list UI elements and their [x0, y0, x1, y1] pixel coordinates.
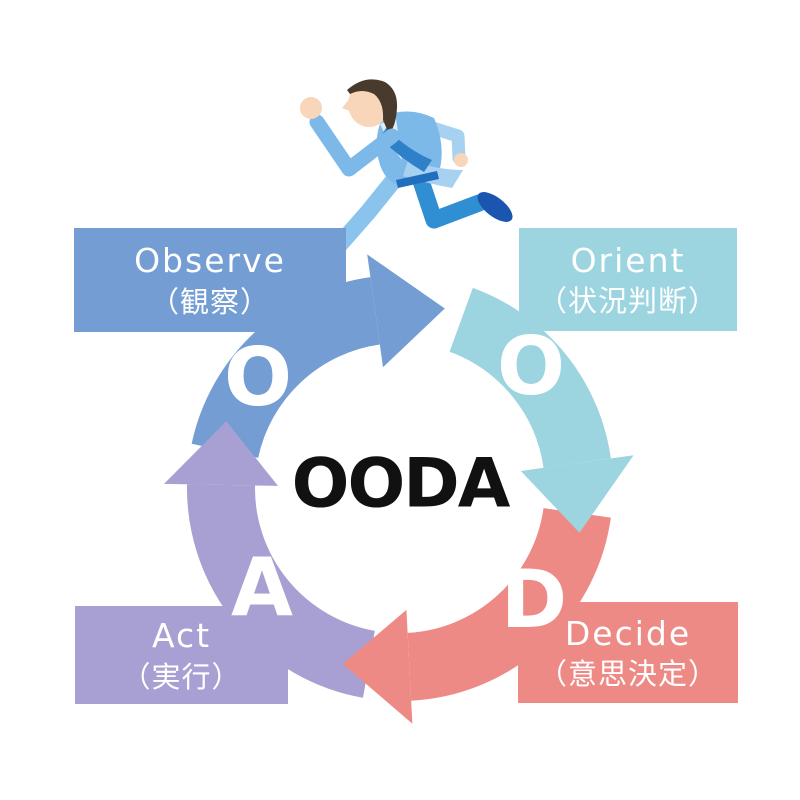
orient-label-box: Orient （状況判断） [519, 228, 737, 331]
ring-letter-decide: D [500, 553, 568, 646]
ring-letter-observe: O [223, 331, 293, 424]
observe-label-jp: （観察） [149, 284, 270, 319]
ring-letter-orient: O [496, 320, 566, 413]
observe-label-box: Observe （観察） [74, 228, 346, 332]
orient-label-en: Orient [570, 240, 686, 280]
runner-hair [347, 79, 398, 134]
act-label-jp: （実行） [121, 659, 242, 694]
ring-arc-orient [448, 287, 611, 469]
ring-arrow-act [164, 421, 278, 486]
runner-fist [300, 97, 322, 119]
orient-label-jp: （状況判断） [537, 284, 718, 319]
runner-rear-leg [409, 163, 488, 229]
runner-rear-shoe [477, 192, 513, 222]
ring-arc-observe [191, 277, 381, 459]
runner-belt [396, 171, 439, 188]
ring-arrow-decide [342, 609, 413, 724]
decide-label-jp: （意思決定） [537, 657, 718, 692]
runner-front-arm [309, 114, 400, 177]
runner-rear-hand [454, 153, 468, 167]
ooda-center-label: OODA [291, 444, 511, 524]
act-label-en: Act [151, 616, 212, 656]
runner-nose [342, 98, 352, 112]
observe-label-en: Observe [134, 241, 286, 281]
ring-arrow-orient [520, 455, 634, 533]
ring-letter-act: A [231, 541, 293, 634]
act-label-box: Act （実行） [75, 606, 288, 704]
ring-arrow-observe [367, 254, 445, 368]
decide-label-en: Decide [564, 613, 692, 653]
decide-label-box: Decide （意思決定） [518, 602, 738, 703]
runner-front-leg [332, 161, 411, 252]
ring-arc-act [186, 484, 376, 698]
